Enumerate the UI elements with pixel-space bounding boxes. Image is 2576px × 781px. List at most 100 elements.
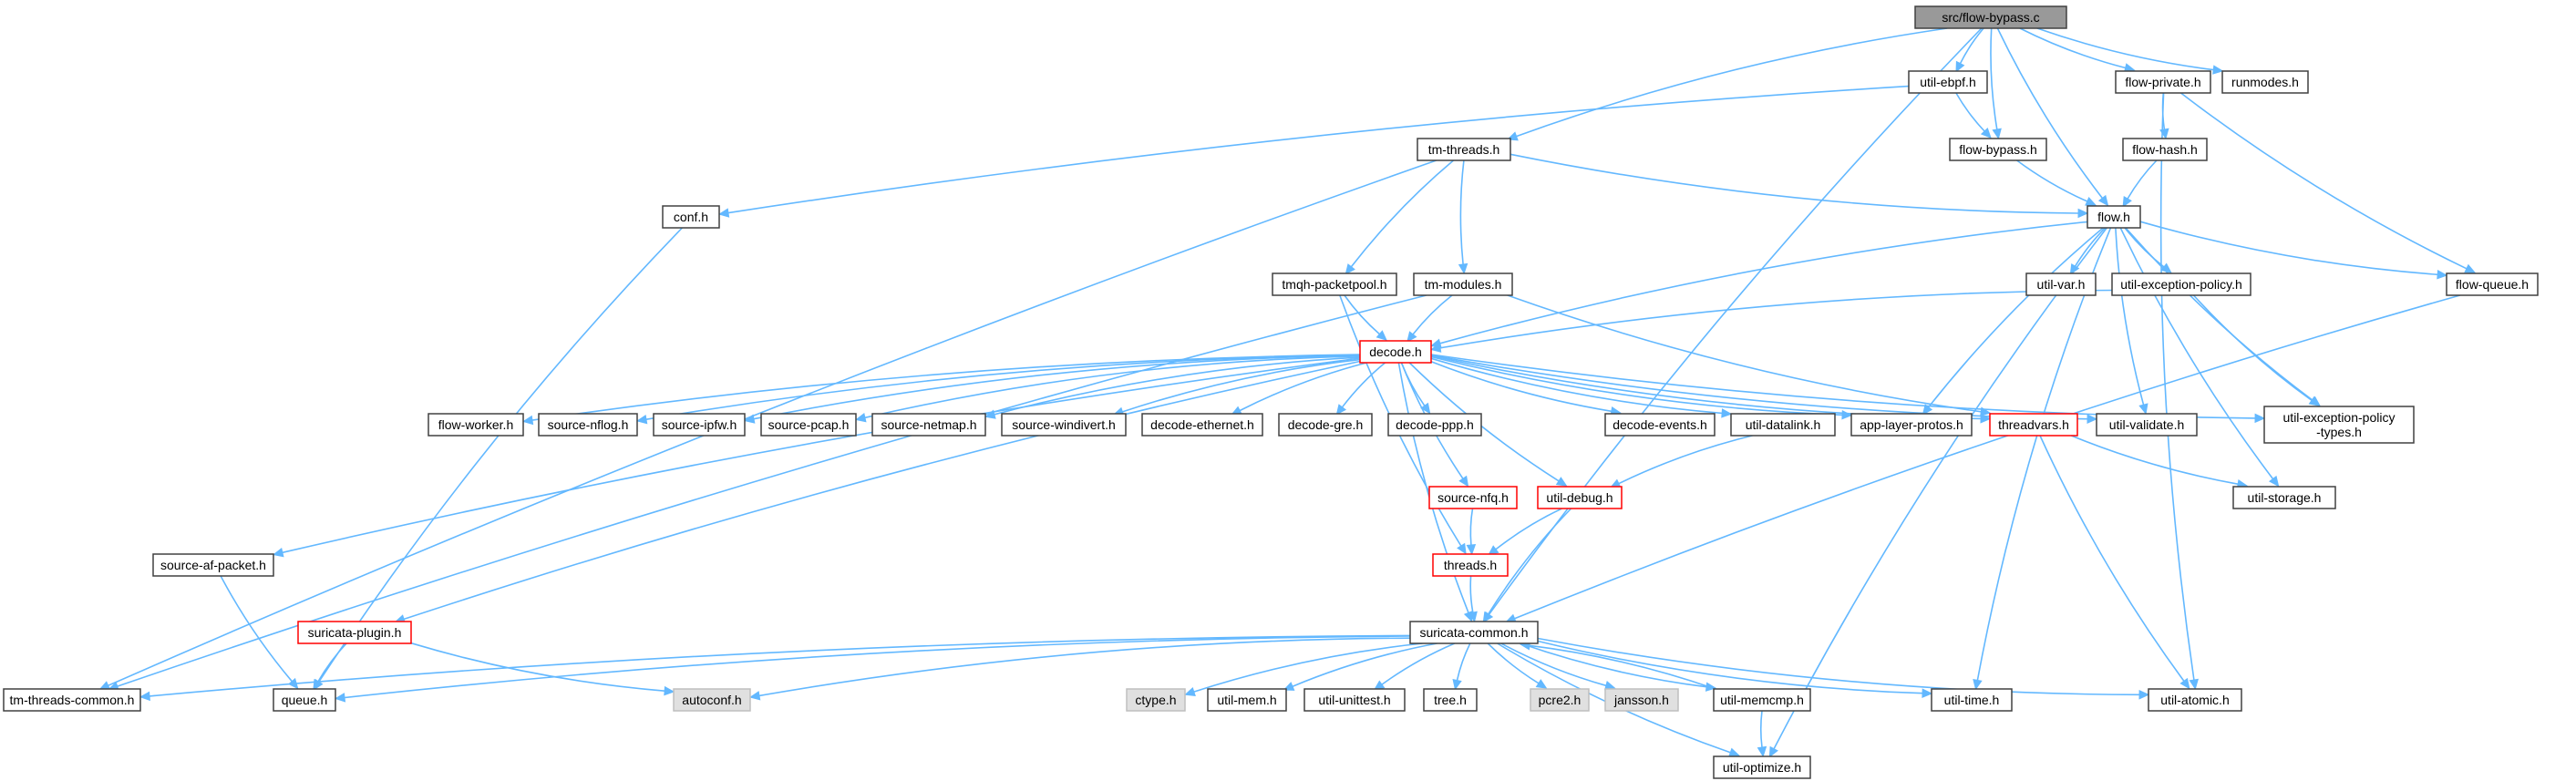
node-decode-ethernet-h[interactable]: decode-ethernet.h xyxy=(1141,413,1263,437)
node-tm-threads-common-h[interactable]: tm-threads-common.h xyxy=(3,688,141,712)
node-util-datalink-h[interactable]: util-datalink.h xyxy=(1730,413,1836,437)
node-decode-ppp-h[interactable]: decode-ppp.h xyxy=(1387,413,1482,437)
node-source-netmap-h[interactable]: source-netmap.h xyxy=(871,413,986,437)
node-util-time-h[interactable]: util-time.h xyxy=(1931,688,2013,712)
node-flow-h[interactable]: flow.h xyxy=(2087,205,2141,229)
edge-flow-h-to-util-validate-h xyxy=(2115,227,2148,415)
node-suricata-plugin-h[interactable]: suricata-plugin.h xyxy=(297,621,412,644)
node-queue-h[interactable]: queue.h xyxy=(273,688,336,712)
edge-arrowhead xyxy=(2437,269,2448,280)
edge-line xyxy=(1537,637,2140,696)
edge-line xyxy=(2115,227,2145,406)
node-label: autoconf.h xyxy=(682,693,741,707)
node-util-exception-policy-h[interactable]: util-exception-policy.h xyxy=(2111,272,2251,296)
node-util-debug-h[interactable]: util-debug.h xyxy=(1537,486,1623,509)
node-label: src/flow-bypass.c xyxy=(1942,10,2039,25)
edge-arrowhead xyxy=(1728,747,1740,757)
edge-line xyxy=(1397,362,1469,613)
node-decode-h[interactable]: decode.h xyxy=(1359,340,1432,364)
node-tree-h[interactable]: tree.h xyxy=(1423,688,1478,712)
node-util-exception-policy-types-h[interactable]: util-exception-policy-types.h xyxy=(2263,406,2415,444)
node-util-validate-h[interactable]: util-validate.h xyxy=(2096,413,2198,437)
node-label: util-unittest.h xyxy=(1318,693,1390,707)
node-suricata-common-h[interactable]: suricata-common.h xyxy=(1409,621,1539,644)
node-util-atomic-h[interactable]: util-atomic.h xyxy=(2148,688,2242,712)
edge-suricata-common-h-to-tree-h xyxy=(1452,642,1471,691)
node-flow-worker-h[interactable]: flow-worker.h xyxy=(428,413,524,437)
edge-util-datalink-h-to-util-debug-h xyxy=(1609,435,1753,488)
node-util-unittest-h[interactable]: util-unittest.h xyxy=(1303,688,1406,712)
node-label: tm-threads.h xyxy=(1428,142,1500,157)
edge-flow-private-h-to-flow-queue-h xyxy=(2180,92,2477,273)
node-source-nflog-h[interactable]: source-nflog.h xyxy=(538,413,638,437)
edge-flow-bypass-c-to-flow-private-h xyxy=(2019,27,2136,73)
node-label: jansson.h xyxy=(1613,693,1669,707)
edge-arrowhead xyxy=(1452,678,1462,691)
node-source-windivert-h[interactable]: source-windivert.h xyxy=(1001,413,1127,437)
node-util-var-h[interactable]: util-var.h xyxy=(2025,272,2097,296)
edge-flow-bypass-c-to-util-ebpf-h xyxy=(1955,27,1984,73)
edge-flow-bypass-h-to-flow-h xyxy=(2016,159,2097,206)
node-ctype-h: ctype.h xyxy=(1126,688,1186,712)
node-util-storage-h[interactable]: util-storage.h xyxy=(2232,486,2336,509)
node-source-ipfw-h[interactable]: source-ipfw.h xyxy=(653,413,746,437)
edge-line xyxy=(1487,508,1572,615)
node-flow-bypass-c[interactable]: src/flow-bypass.c xyxy=(1914,5,2067,29)
edge-line xyxy=(1928,227,2104,408)
node-util-ebpf-h[interactable]: util-ebpf.h xyxy=(1908,70,1988,94)
node-threadvars-h[interactable]: threadvars.h xyxy=(1989,413,2078,437)
node-box xyxy=(1278,413,1373,437)
edge-suricata-common-h-to-tm-threads-common-h xyxy=(139,634,1411,702)
edge-line xyxy=(2070,435,2239,485)
node-flow-hash-h[interactable]: flow-hash.h xyxy=(2122,138,2208,161)
node-label: -types.h xyxy=(2316,425,2362,439)
node-decode-events-h[interactable]: decode-events.h xyxy=(1604,413,1716,437)
node-box xyxy=(273,688,336,712)
node-decode-gre-h[interactable]: decode-gre.h xyxy=(1278,413,1373,437)
node-tm-modules-h[interactable]: tm-modules.h xyxy=(1413,272,1513,296)
edge-line xyxy=(1618,435,1753,485)
node-label: flow-worker.h xyxy=(438,417,513,432)
edge-line xyxy=(2039,435,2185,682)
edge-arrowhead xyxy=(2464,263,2477,273)
node-box xyxy=(1141,413,1263,437)
node-label: suricata-plugin.h xyxy=(308,625,402,640)
node-flow-private-h[interactable]: flow-private.h xyxy=(2115,70,2211,94)
edge-arrowhead xyxy=(1468,611,1478,623)
node-label: threads.h xyxy=(1444,558,1497,572)
node-flow-queue-h[interactable]: flow-queue.h xyxy=(2446,272,2539,296)
node-label: util-ebpf.h xyxy=(1920,75,1975,89)
edge-suricata-common-h-to-util-unittest-h xyxy=(1373,642,1456,691)
edge-line xyxy=(1239,362,1367,412)
node-source-af-packet-h[interactable]: source-af-packet.h xyxy=(152,553,274,577)
edge-line xyxy=(758,637,1411,697)
edge-flow-h-to-util-optimize-h xyxy=(1768,227,2107,758)
node-box xyxy=(2111,272,2251,296)
edge-suricata-common-h-to-queue-h xyxy=(334,635,1411,703)
node-tmqh-packetpool-h[interactable]: tmqh-packetpool.h xyxy=(1272,272,1397,296)
edge-arrowhead xyxy=(1973,678,1983,691)
node-util-memcmp-h[interactable]: util-memcmp.h xyxy=(1713,688,1811,712)
node-source-nfq-h[interactable]: source-nfq.h xyxy=(1428,486,1518,509)
edge-arrowhead xyxy=(1335,404,1347,416)
node-box xyxy=(2096,413,2198,437)
edge-line xyxy=(1412,294,1453,335)
node-conf-h[interactable]: conf.h xyxy=(662,205,720,229)
node-box xyxy=(1931,688,2013,712)
edge-suricata-common-h-to-util-time-h xyxy=(1537,640,1933,698)
node-runmodes-h[interactable]: runmodes.h xyxy=(2221,70,2309,94)
node-tm-threads-h[interactable]: tm-threads.h xyxy=(1417,138,1511,161)
node-label: util-memcmp.h xyxy=(1720,693,1804,707)
edge-line xyxy=(1959,27,1984,65)
node-util-mem-h[interactable]: util-mem.h xyxy=(1207,688,1287,712)
node-label: flow-queue.h xyxy=(2456,277,2529,292)
node-app-layer-protos-h[interactable]: app-layer-protos.h xyxy=(1850,413,1973,437)
edge-util-debug-h-to-suricata-common-h xyxy=(1482,508,1572,623)
node-threads-h[interactable]: threads.h xyxy=(1432,553,1509,577)
edge-decode-h-to-suricata-plugin-h xyxy=(394,360,1361,624)
node-flow-bypass-h[interactable]: flow-bypass.h xyxy=(1949,138,2047,161)
node-source-pcap-h[interactable]: source-pcap.h xyxy=(760,413,857,437)
edge-arrowhead xyxy=(2254,413,2266,424)
node-util-optimize-h[interactable]: util-optimize.h xyxy=(1713,755,1811,779)
